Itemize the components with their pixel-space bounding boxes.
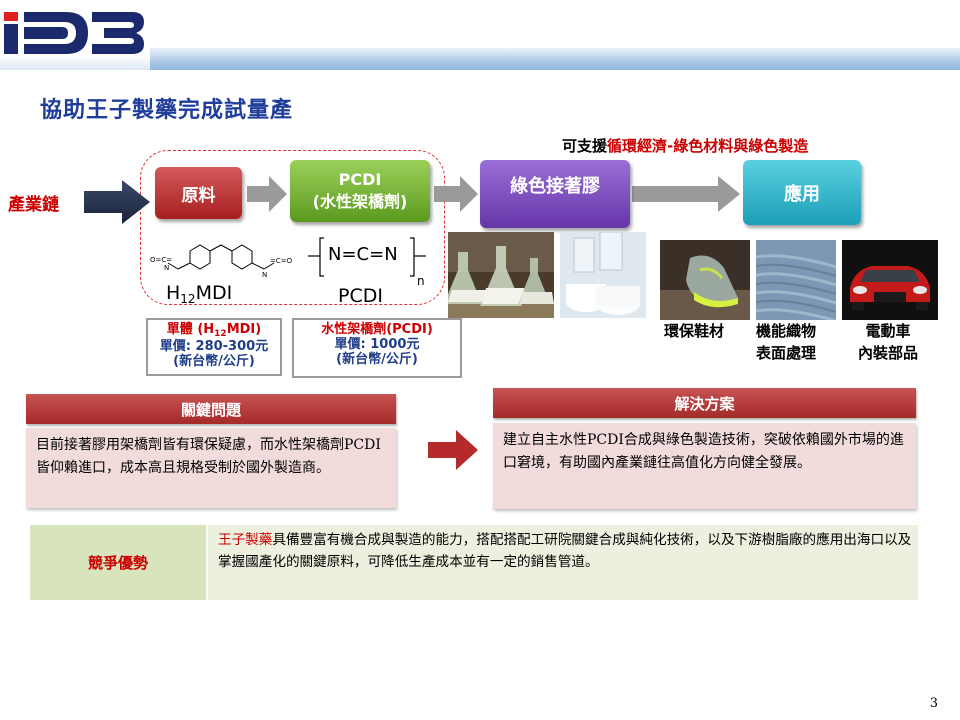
h12mdi-structure: N O=C= N =C=O <box>150 244 293 279</box>
pcdi-price-title: 水性架橋劑(PCDI) <box>321 322 433 337</box>
h12mdi-name: H12MDI <box>166 282 233 306</box>
red-arrow-icon <box>428 430 478 470</box>
application-caption-line: 內裝部品 <box>858 344 919 362</box>
problem-body: 目前接著膠用架橋劑皆有環保疑慮，而水性架橋劑PCDI皆仰賴進口，成本高且規格受制… <box>26 428 396 508</box>
pcdi-name: PCDI <box>338 285 383 307</box>
mdi-price-title-suffix: MDI) <box>226 322 262 337</box>
flow-arrow-icon <box>434 176 478 212</box>
shoe-photo <box>660 240 750 320</box>
application-caption-line: 機能織物 <box>756 322 817 340</box>
mdi-name-suffix: MDI <box>195 282 233 304</box>
mdi-name-subscript: 12 <box>180 292 196 306</box>
pcdi-sublabel: (水性架橋劑) <box>312 192 408 211</box>
page-title: 協助王子製藥完成試量產 <box>40 98 294 123</box>
pcdi-formula: N=C=N <box>328 244 398 265</box>
support-highlight: 循環經濟-綠色材料與綠色製造 <box>607 137 809 155</box>
mdi-price-title: 單體 (H12MDI) <box>148 322 280 339</box>
application-caption-line: 環保鞋材 <box>664 322 725 340</box>
mdi-price-unit: (新台幣/公斤) <box>173 354 255 369</box>
advantage-body: 具備豐富有機合成與製造的能力，搭配搭配工研院關鍵合成與純化技術，以及下游樹脂廠的… <box>218 532 912 570</box>
glue-flask-photo <box>448 232 554 318</box>
mdi-price-title-sub: 12 <box>214 329 227 339</box>
competitive-advantage-label: 競爭優勢 <box>30 525 208 600</box>
support-prefix: 可支援 <box>562 137 608 155</box>
pcdi-repeat-n: n <box>417 274 425 288</box>
raw-material-label: 原料 <box>181 185 216 206</box>
solution-body: 建立自主水性PCDI合成與綠色製造技術，突破依賴國外市場的進口窘境，有助國內產業… <box>493 423 916 509</box>
competitive-advantage-text: 王子製藥具備豐富有機合成與製造的能力，搭配搭配工研院關鍵合成與純化技術，以及下游… <box>208 525 918 600</box>
idb-logo <box>4 12 144 54</box>
svg-text:O=C=: O=C= <box>150 256 172 264</box>
advantage-company: 王子製藥 <box>218 532 273 548</box>
green-glue-box: 綠色接著膠 <box>480 160 630 228</box>
problem-header: 關鍵問題 <box>26 394 396 424</box>
application-caption-line: 電動車 <box>865 322 911 340</box>
application-label: 應用 <box>784 183 820 205</box>
application-caption-car: 電動車 內裝部品 <box>858 320 918 364</box>
raw-material-box: 原料 <box>155 167 242 219</box>
application-caption-shoe: 環保鞋材 <box>664 320 724 342</box>
pcdi-price-box: 水性架橋劑(PCDI) 單價: 1000元 (新台幣/公斤) <box>292 318 462 378</box>
application-caption-line: 表面處理 <box>756 344 817 362</box>
page-number: 3 <box>929 696 938 711</box>
pcdi-label: PCDI <box>338 170 382 189</box>
svg-text:N: N <box>262 271 267 279</box>
solution-header: 解決方案 <box>493 388 916 418</box>
flow-arrow-icon <box>247 176 287 212</box>
support-line: 可支援循環經濟-綠色材料與綠色製造 <box>562 135 808 156</box>
industry-chain-label: 產業鏈 <box>8 195 59 215</box>
mdi-price-box: 單體 (H12MDI) 單價: 280-300元 (新台幣/公斤) <box>146 318 282 376</box>
raw-material-region <box>140 150 445 305</box>
flow-arrow-icon <box>632 176 740 212</box>
svg-text:=C=O: =C=O <box>270 257 293 265</box>
glue-beaker-photo <box>560 232 646 318</box>
car-photo <box>842 240 938 320</box>
fabric-photo <box>756 240 836 320</box>
chain-arrow-icon <box>84 180 150 224</box>
application-caption-fabric: 機能織物 表面處理 <box>756 320 816 364</box>
pcdi-structure <box>308 237 426 277</box>
mdi-price-title-prefix: 單體 (H <box>166 322 215 337</box>
mdi-price-value: 單價: 280-300元 <box>159 339 269 354</box>
pcdi-price-unit: (新台幣/公斤) <box>336 352 418 367</box>
logo-underline <box>0 56 150 70</box>
mdi-name-prefix: H <box>166 282 181 304</box>
svg-text:N: N <box>164 264 169 272</box>
green-glue-label: 綠色接著膠 <box>510 176 600 197</box>
competitive-advantage-row: 競爭優勢 王子製藥具備豐富有機合成與製造的能力，搭配搭配工研院關鍵合成與純化技術… <box>30 525 918 600</box>
header-band <box>150 48 960 70</box>
pcdi-box: PCDI (水性架橋劑) <box>290 160 430 222</box>
application-box: 應用 <box>743 160 861 225</box>
pcdi-price-value: 單價: 1000元 <box>334 337 420 352</box>
